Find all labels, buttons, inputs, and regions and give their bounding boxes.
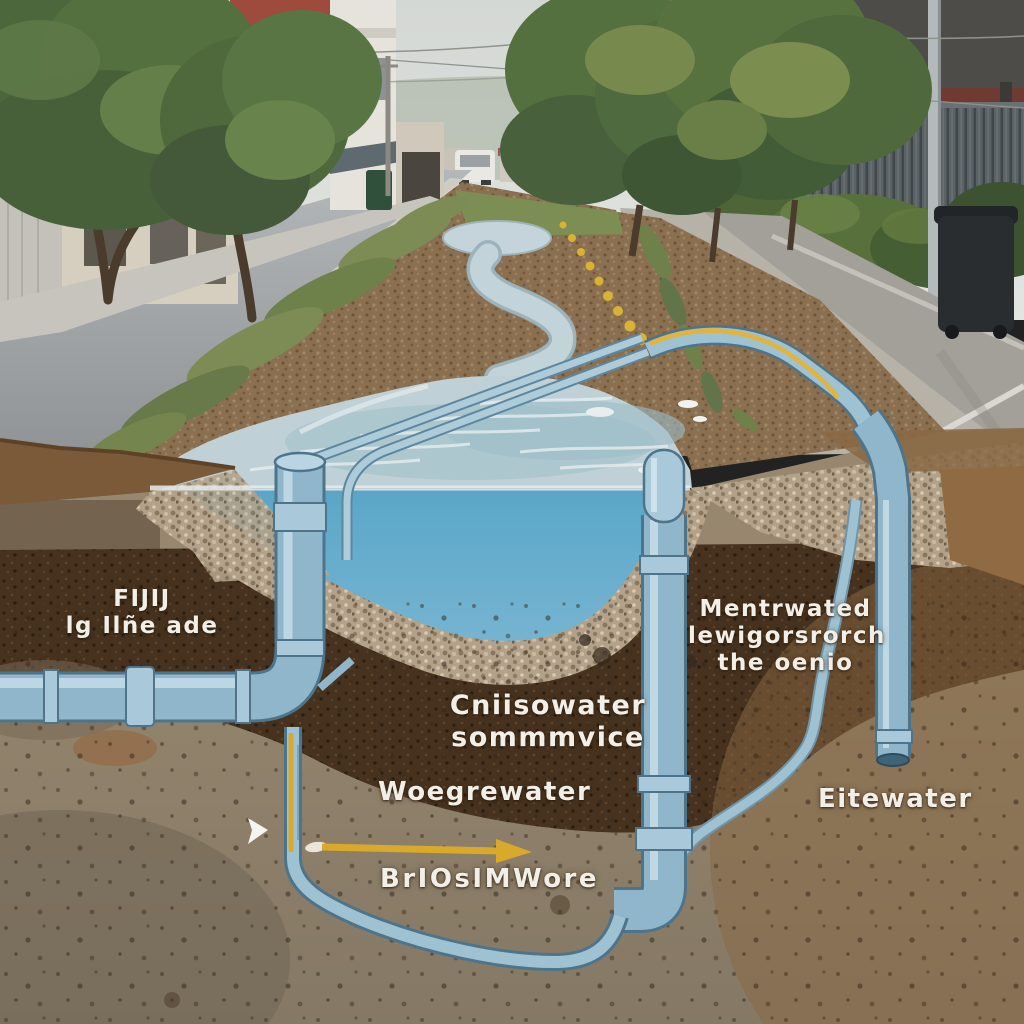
pipe-collar xyxy=(639,555,689,575)
flow-arrows xyxy=(248,818,532,863)
label-source-line1: Cniisowater xyxy=(449,690,647,721)
label-stormwater-source: Cniisowater sommmvice xyxy=(448,690,648,754)
pipe-coupling xyxy=(125,666,155,727)
label-source-line2: sommmvice xyxy=(451,721,645,753)
right-bank-grass xyxy=(639,224,758,432)
pipes xyxy=(0,325,913,972)
label-infiltration-line3: the oenio xyxy=(717,650,854,677)
pipe-collar xyxy=(273,502,327,532)
right-vertical-pipe xyxy=(853,410,908,758)
label-eitewater: Eitewater xyxy=(818,784,973,814)
bank-pipe-yellow-stripe xyxy=(648,328,840,400)
open-pipe-end xyxy=(876,753,910,767)
label-left-line2: lg Ilñe ade xyxy=(65,613,219,640)
diagonal-pipe-2 xyxy=(343,348,650,560)
yellow-arrow-head xyxy=(496,839,532,863)
pipe-collar xyxy=(875,729,913,744)
label-left-line1: FIJIJ xyxy=(113,586,171,612)
stream-channel xyxy=(470,243,574,389)
pipe-coupling xyxy=(43,669,59,724)
label-infiltration-line1: Mentrwated xyxy=(699,596,872,622)
label-left-soil: FIJIJ lg Ilñe ade xyxy=(42,586,242,640)
left-ledge xyxy=(0,440,235,505)
parking-area xyxy=(704,212,1024,454)
label-stormwater-bottom: BrIOsIMWore xyxy=(380,864,600,894)
pipe-collar xyxy=(635,827,693,851)
left-sidewalk xyxy=(0,196,446,342)
left-bank-grass xyxy=(83,195,469,468)
label-infiltration: Mentrwated lewigorsrorch the oenio xyxy=(688,596,886,677)
soil-cross-section xyxy=(0,428,1024,1024)
left-trees xyxy=(0,0,382,323)
pipe-collar xyxy=(275,639,325,657)
pipe-coupling xyxy=(235,669,251,724)
pipe-collar xyxy=(637,775,691,793)
white-arrow xyxy=(248,818,268,844)
diagonal-pipe xyxy=(281,334,644,474)
main-vertical-pipe xyxy=(614,515,684,930)
thin-drop-pipe xyxy=(287,727,626,969)
label-wastewater: Woegrewater xyxy=(378,777,592,807)
black-trash-bin xyxy=(938,216,1014,332)
yellow-arrow-shaft xyxy=(321,843,499,855)
inlet-funnel xyxy=(642,448,686,524)
pipe-cap xyxy=(273,451,327,473)
drain-pipe xyxy=(672,499,861,865)
right-trees xyxy=(500,0,932,263)
label-infiltration-line2: lewigorsrorch xyxy=(688,623,886,650)
